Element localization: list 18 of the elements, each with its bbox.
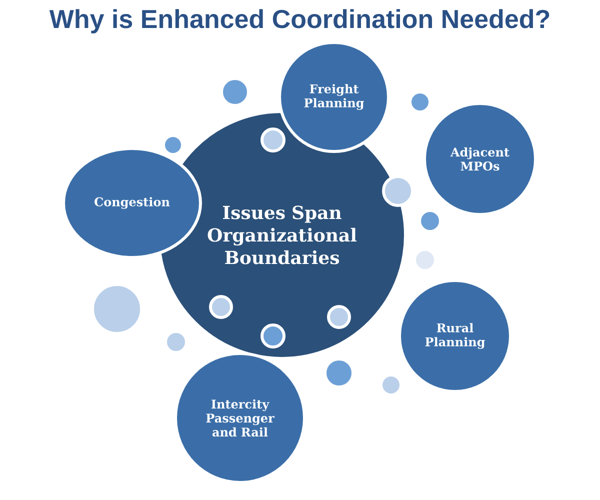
bubble — [327, 305, 351, 329]
bubble — [162, 134, 184, 156]
bubble — [408, 90, 432, 114]
bubble — [413, 248, 437, 272]
bubble — [418, 209, 442, 233]
bubble — [91, 283, 143, 335]
circle-node: Freight Planning — [278, 41, 390, 153]
bubble — [209, 294, 233, 319]
bubble — [260, 323, 286, 348]
bubble — [324, 358, 354, 388]
bubble — [260, 128, 286, 152]
bubble — [220, 77, 250, 107]
circle-node: Intercity Passenger and Rail — [174, 352, 306, 484]
circle-node: Rural Planning — [398, 278, 512, 393]
bubble — [382, 175, 414, 207]
circle-node: Adjacent MPOs — [423, 102, 537, 216]
ellipse-node: Congestion — [62, 147, 202, 259]
title: Why is Enhanced Coordination Needed? — [49, 9, 550, 34]
